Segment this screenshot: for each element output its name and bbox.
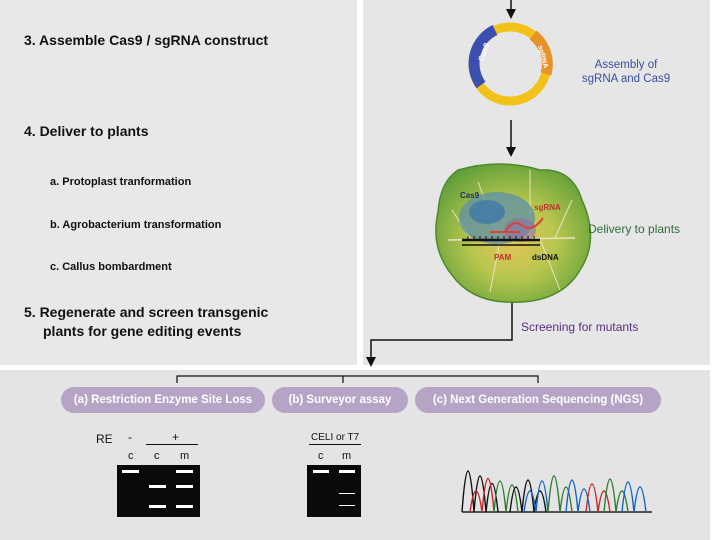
ngs-chromatogram (461, 470, 652, 513)
gel-b-band (339, 493, 355, 494)
leaf-illustration: Cas9 sgRNA PAM dsDNA (435, 163, 592, 303)
leaf-dsdna-label: dsDNA (532, 253, 559, 262)
step-5-title-line2: plants for gene editing events (43, 323, 242, 339)
plasmid-icon: Cas9 sgRNA (468, 22, 553, 106)
gel-b-image (307, 465, 361, 517)
step-4b: b. Agrobacterium transformation (50, 219, 222, 231)
gel-a-band (122, 470, 139, 473)
gel-a-lane-2: c (154, 450, 160, 462)
leaf-sgrna-label: sgRNA (534, 203, 561, 212)
gel-a-band (149, 505, 166, 508)
step-4c: c. Callus bombardment (50, 261, 172, 273)
step-3-title: 3. Assemble Cas9 / sgRNA construct (24, 32, 269, 48)
gel-a-plus-label: + (172, 430, 180, 444)
arrow-to-assays (366, 303, 513, 367)
step-5-title-line1: 5. Regenerate and screen transgenic (24, 304, 269, 320)
gel-a-minus-label: - (128, 430, 132, 444)
gel-a-image (117, 465, 200, 517)
gel-a-lane-3: m (180, 450, 190, 462)
panel-divider-horizontal (0, 365, 720, 370)
protocol-steps-panel (0, 0, 357, 365)
assembly-label-line1: Assembly of (594, 59, 658, 71)
gel-b-band (313, 470, 329, 473)
leaf-pam-label: PAM (494, 253, 512, 262)
gel-b-lane-1: c (318, 450, 324, 462)
gel-b-lane-2: m (342, 450, 352, 462)
panel-divider-vertical (357, 0, 363, 365)
assay-pill-ngs: (c) Next Generation Sequencing (NGS) (415, 387, 661, 413)
assembly-label-line2: sgRNA and Cas9 (581, 73, 671, 85)
step-4-title: 4. Deliver to plants (24, 123, 149, 139)
assay-pill-surveyor: (b) Surveyor assay (272, 387, 408, 413)
gel-a-plus-rule (146, 444, 198, 445)
gel-a-band (176, 485, 193, 488)
gel-a-band (176, 505, 193, 508)
delivery-label: Delivery to plants (588, 222, 681, 236)
assay-bracket (176, 375, 539, 383)
gel-b-rule (309, 444, 361, 445)
assembly-label: Assembly of sgRNA and Cas9 (566, 58, 686, 86)
leaf-cas9-label: Cas9 (460, 191, 480, 200)
gel-a-band (149, 485, 166, 488)
gel-a-re-label: RE (96, 432, 113, 446)
assay-pill-restriction: (a) Restriction Enzyme Site Loss (61, 387, 265, 413)
gel-b-band (339, 470, 355, 473)
gel-b-band (339, 505, 355, 506)
gel-a-band (176, 470, 193, 473)
gel-b-enzyme-label: CELI or T7 (311, 432, 360, 443)
step-4a: a. Protoplast tranformation (50, 176, 192, 188)
right-border (710, 0, 720, 540)
gel-a-lane-1: c (128, 450, 134, 462)
screening-label: Screening for mutants (521, 320, 639, 334)
